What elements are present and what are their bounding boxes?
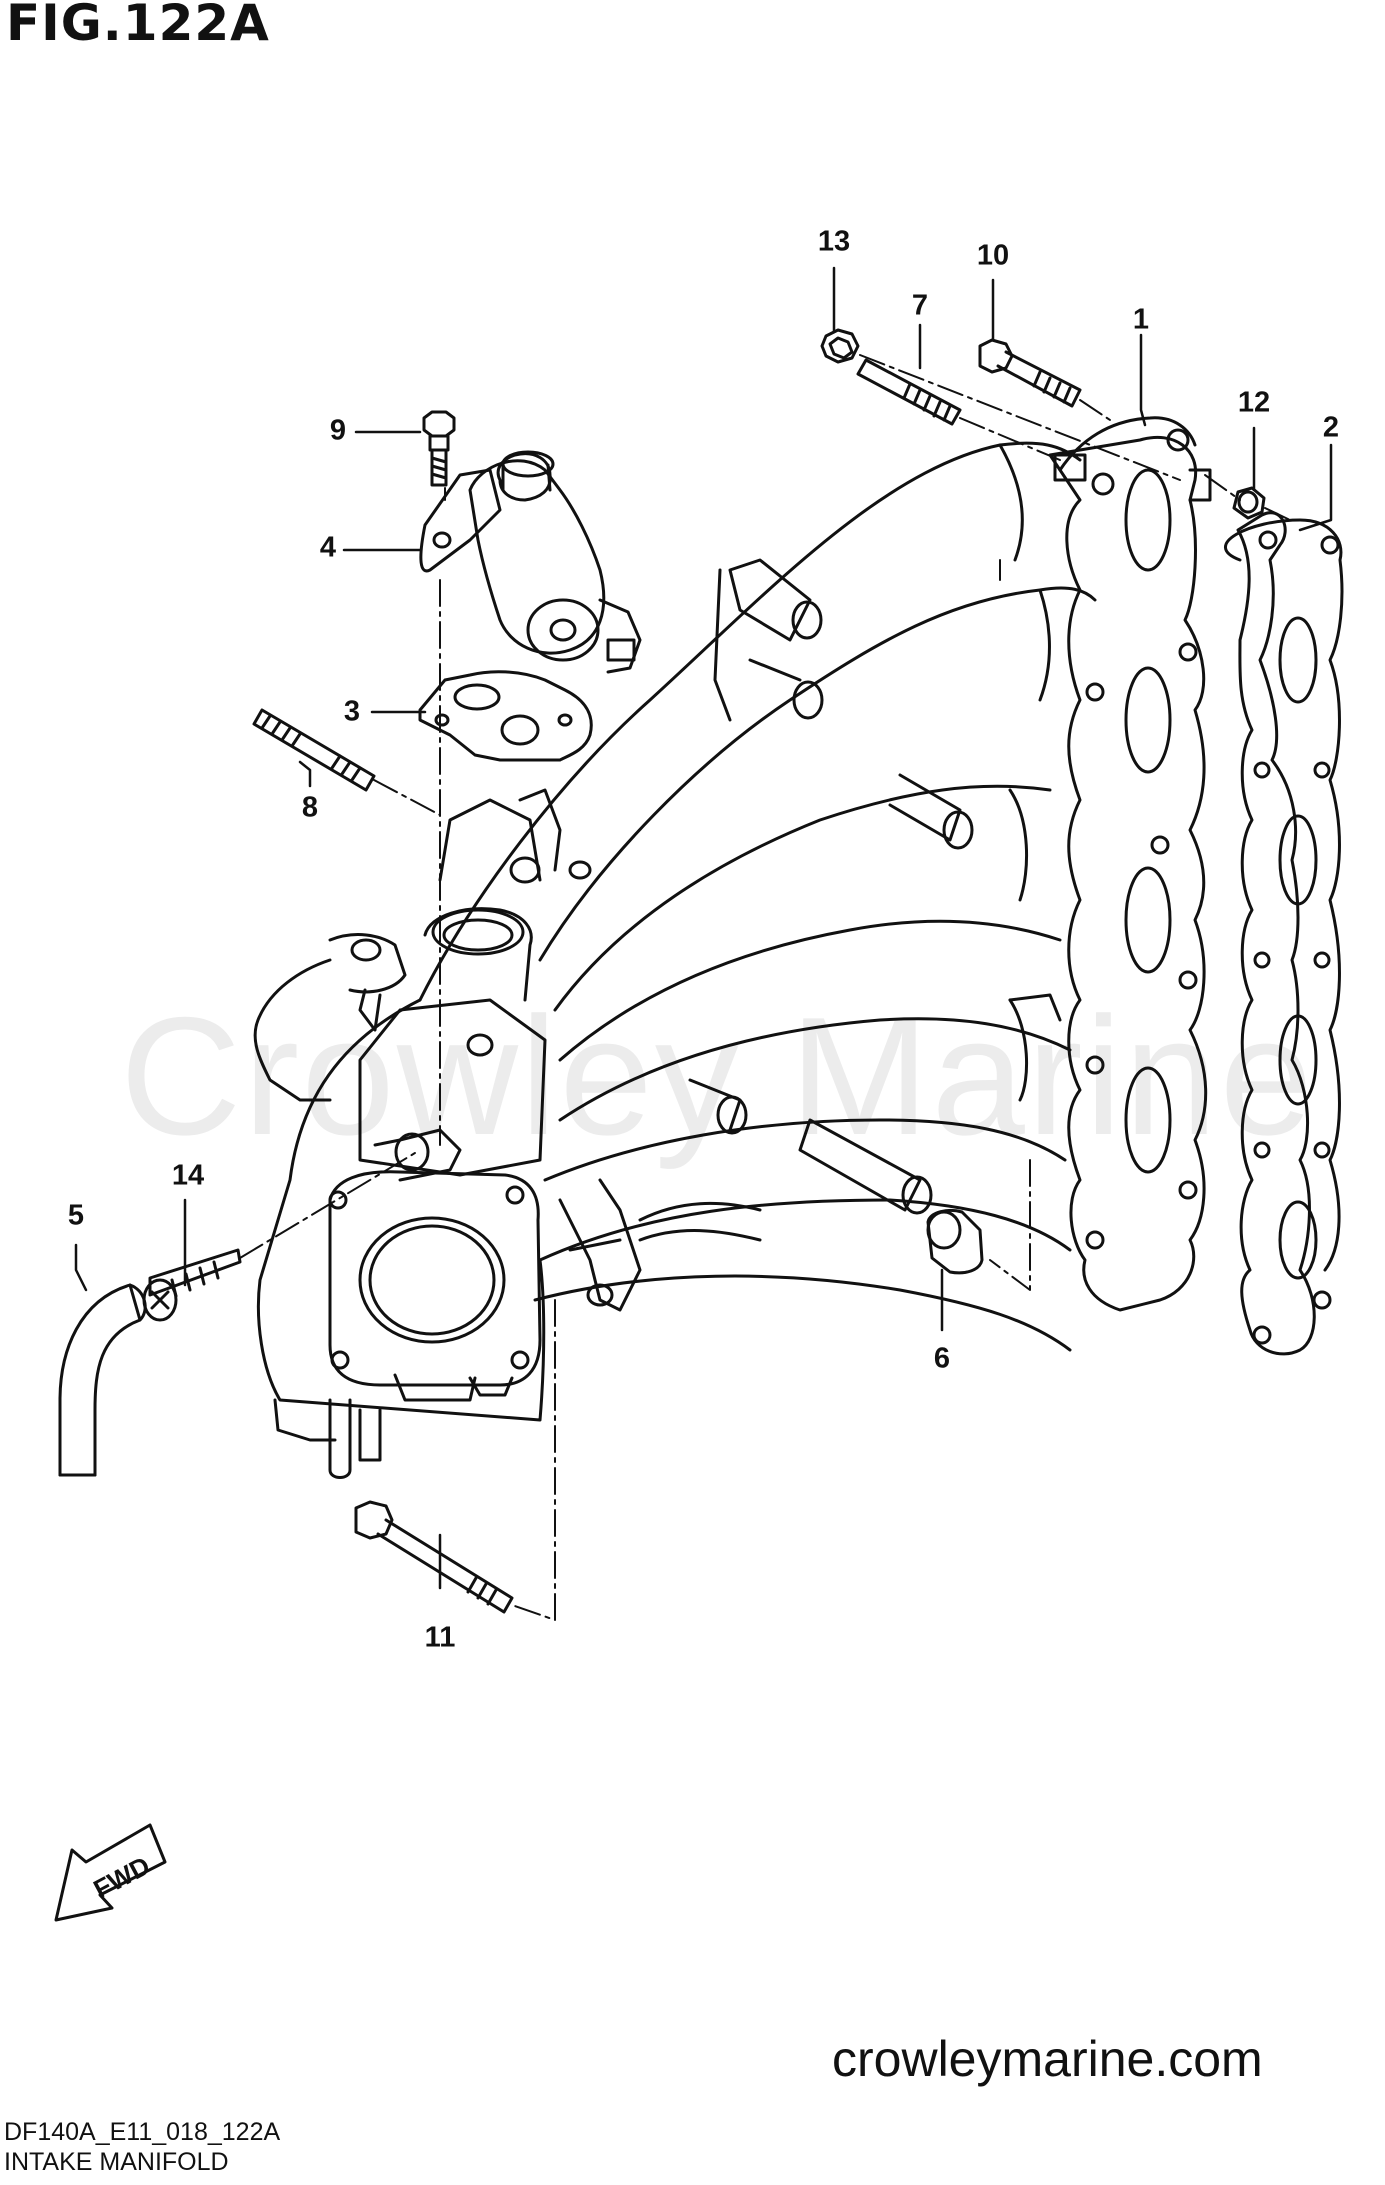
- idle-air-control-valve: [419, 450, 642, 674]
- bolt-9: [422, 410, 456, 487]
- figure-title: FIG.122A: [6, 0, 270, 52]
- callout-11: 11: [424, 1621, 456, 1654]
- bolt-10: [978, 338, 1082, 408]
- stud-8: [252, 708, 376, 792]
- callout-10: 10: [976, 239, 1010, 272]
- manifold-gasket: [1224, 511, 1344, 1356]
- callout-14: 14: [171, 1159, 205, 1192]
- hose-5: [58, 1283, 147, 1477]
- callout-13: 13: [817, 225, 851, 258]
- site-url: crowleymarine.com: [832, 2031, 1263, 2087]
- sleeve-6: [926, 1208, 984, 1275]
- dowel-12: [1232, 486, 1266, 520]
- stud-7: [856, 358, 962, 426]
- fwd-indicator: FWD: [40, 1820, 170, 1930]
- callout-9: 9: [329, 414, 347, 447]
- callout-1: 1: [1132, 303, 1150, 336]
- grommet-14: [142, 1248, 242, 1322]
- diagram-code: DF140A_E11_018_122A: [4, 2118, 281, 2146]
- callout-5: 5: [67, 1199, 85, 1232]
- callout-3: 3: [343, 695, 361, 728]
- fwd-label: FWD: [88, 1850, 154, 1904]
- diagram-caption: INTAKE MANIFOLD: [4, 2148, 229, 2176]
- leader-lines: [74, 266, 1333, 1590]
- callout-8: 8: [301, 791, 319, 824]
- assembly-lines: [239, 354, 1291, 1621]
- watermark-text: Crowley Marine: [120, 982, 1315, 1170]
- bolt-11: [354, 1500, 514, 1614]
- callout-2: 2: [1322, 411, 1340, 444]
- fwd-arrow: [54, 1823, 167, 1922]
- callout-7: 7: [911, 289, 929, 322]
- iac-gasket: [418, 670, 593, 762]
- intake-manifold: [253, 416, 1212, 1479]
- callout-4: 4: [319, 531, 337, 564]
- callout-12: 12: [1237, 386, 1271, 419]
- nut-13: [820, 328, 860, 364]
- callout-6: 6: [933, 1342, 951, 1375]
